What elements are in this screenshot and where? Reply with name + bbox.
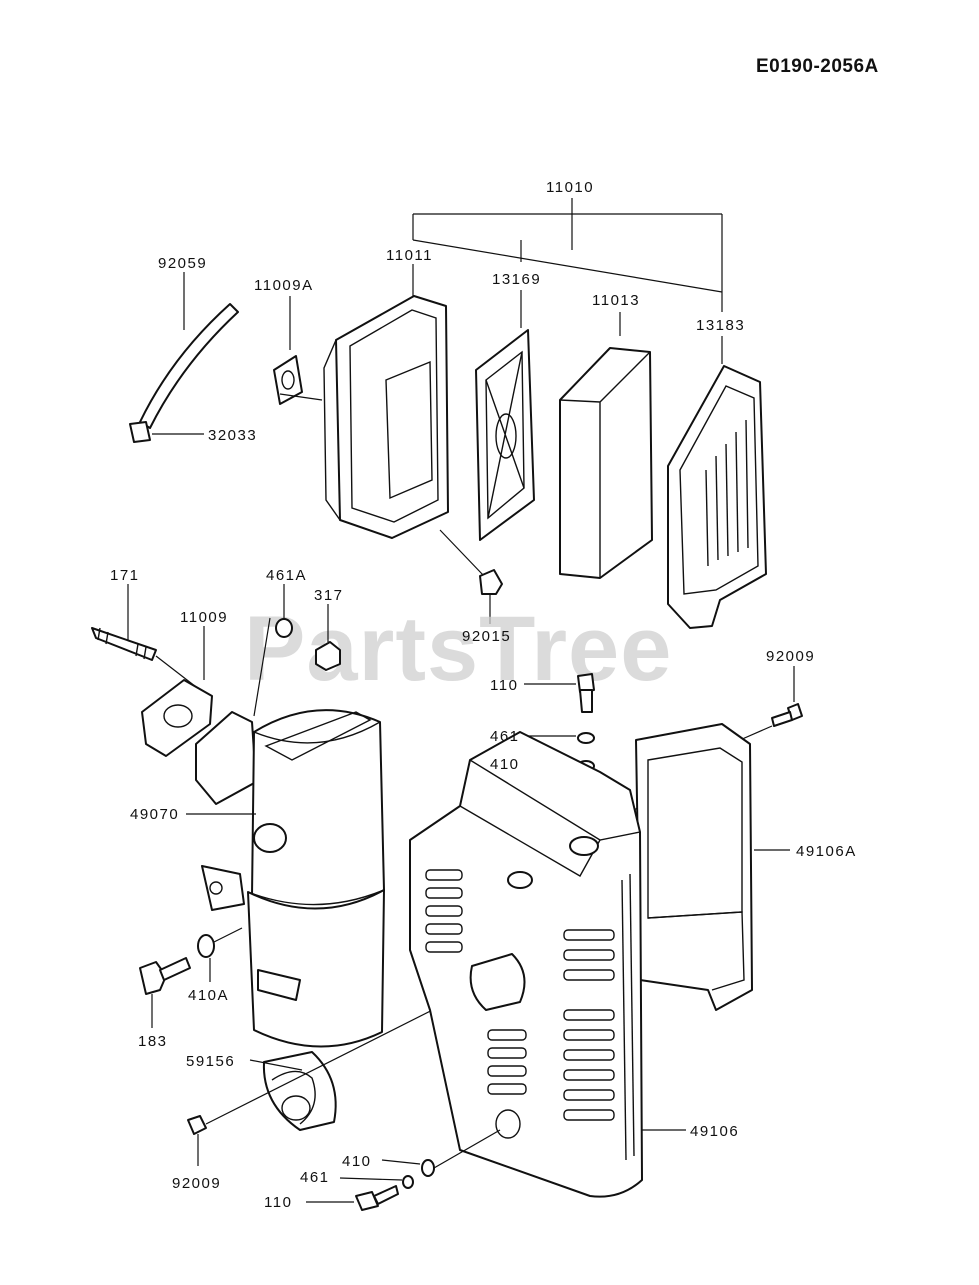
gasket-11009 — [141, 626, 213, 757]
callout-410-top: 410 — [490, 756, 520, 773]
muffler-49070 — [186, 709, 385, 1048]
callout-317: 317 — [314, 587, 344, 604]
diagram-code: E0190-2056A — [756, 56, 879, 77]
bolt-110-bottom — [306, 1185, 399, 1211]
stud-171 — [91, 584, 201, 691]
callout-11011: 11011 — [386, 247, 433, 264]
callout-49070: 49070 — [130, 806, 179, 823]
bolt-110-top — [524, 673, 595, 713]
muffler-cover-49106 — [409, 731, 686, 1198]
nut-317 — [315, 604, 341, 671]
callout-110-top: 110 — [490, 677, 518, 694]
group-bracket-11010 — [412, 198, 723, 312]
callout-410A: 410A — [188, 987, 229, 1004]
lock-washer-461-bottom — [339, 1175, 414, 1189]
breather-tube-92059 — [139, 272, 239, 429]
callout-171: 171 — [110, 567, 140, 584]
callout-49106A: 49106A — [796, 843, 857, 860]
washer-410A — [197, 927, 243, 982]
gasket-11009A — [273, 296, 323, 405]
callout-11009: 11009 — [180, 609, 228, 626]
clip-32033 — [129, 421, 204, 443]
air-cleaner-case-11011 — [323, 264, 449, 539]
callout-32033: 32033 — [208, 427, 257, 444]
spark-arrester-59156 — [249, 1051, 337, 1131]
callout-461-bottom: 461 — [300, 1169, 330, 1186]
callout-92009-bottom: 92009 — [172, 1175, 221, 1192]
callout-49106: 49106 — [690, 1123, 739, 1140]
callout-461-top: 461 — [490, 728, 520, 745]
callout-11009A: 11009A — [254, 277, 314, 294]
callout-labels: 11010 11011 13169 11013 13183 92059 1100… — [110, 179, 857, 1211]
bolt-183 — [139, 957, 191, 1028]
callout-92009-top: 92009 — [766, 648, 815, 665]
callout-110-bottom: 110 — [264, 1194, 292, 1211]
callout-11010: 11010 — [546, 179, 594, 196]
callout-59156: 59156 — [186, 1053, 235, 1070]
filter-element-11013 — [559, 312, 653, 579]
element-holder-13169 — [475, 290, 535, 541]
muffler-cover-plate-49106A — [635, 723, 790, 1011]
callout-13183: 13183 — [696, 317, 745, 334]
lock-washer-461A — [253, 584, 293, 717]
callout-92015: 92015 — [462, 628, 511, 645]
callout-92059: 92059 — [158, 255, 207, 272]
callout-11013: 11013 — [592, 292, 640, 309]
callout-461A: 461A — [266, 567, 307, 584]
watermark: PartsTree — [244, 598, 672, 700]
callout-183: 183 — [138, 1033, 168, 1050]
air-cleaner-cover-13183 — [667, 336, 767, 629]
callout-13169: 13169 — [492, 271, 541, 288]
nut-92015 — [439, 529, 503, 624]
washer-410-bottom — [381, 1129, 501, 1177]
lock-washer-461-top — [524, 732, 595, 744]
callout-410-bottom: 410 — [342, 1153, 372, 1170]
